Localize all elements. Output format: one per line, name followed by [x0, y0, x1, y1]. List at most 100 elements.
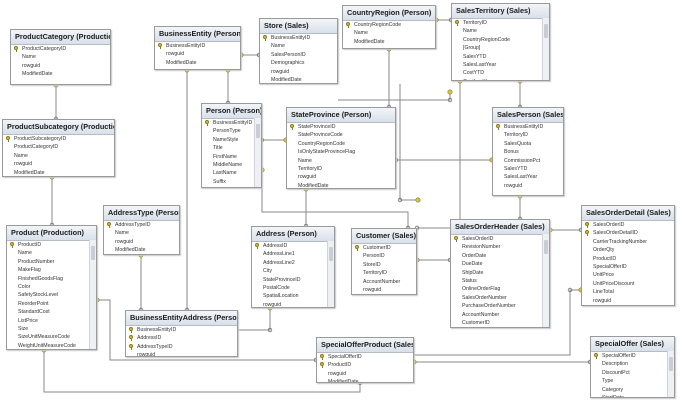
column-row[interactable]: SalesYTD	[493, 165, 563, 173]
column-row[interactable]: SalesOrderDetailID	[582, 229, 674, 237]
column-row[interactable]: [Group]	[452, 44, 549, 52]
column-row[interactable]: rowguid	[260, 68, 337, 76]
column-row[interactable]: AddressLine1	[252, 250, 334, 258]
column-row[interactable]: TerritoryID	[352, 269, 416, 277]
column-row[interactable]: Name	[3, 152, 114, 160]
column-row[interactable]: SalesQuota	[493, 140, 563, 148]
column-row[interactable]: TerritoryID	[493, 131, 563, 139]
column-row[interactable]: CustomerID	[352, 244, 416, 252]
table-title[interactable]: SpecialOfferProduct (Sales)	[317, 338, 413, 353]
column-row[interactable]: BusinessEntityID	[202, 119, 261, 127]
relationship-line[interactable]	[261, 170, 409, 228]
column-row[interactable]: ReorderPoint	[7, 300, 96, 308]
table-title[interactable]: Person (Person)	[202, 104, 261, 119]
column-row[interactable]: SalesOrderID	[582, 221, 674, 229]
table-title[interactable]: Customer (Sales)	[352, 229, 416, 244]
column-row[interactable]: SalesPersonID	[260, 51, 337, 59]
column-row[interactable]: IsOnlyStateProvinceFlag	[287, 148, 395, 156]
column-row[interactable]: SalesPersonID	[451, 327, 549, 328]
column-row[interactable]: Status	[451, 277, 549, 285]
table-scrollbar[interactable]	[327, 241, 334, 307]
column-row[interactable]: TerritoryID	[452, 19, 549, 27]
column-row[interactable]: ModifiedDate	[3, 169, 114, 176]
table-productcategory[interactable]: ProductCategory (Production)ProductCateg…	[10, 29, 111, 85]
column-row[interactable]: StoreID	[352, 261, 416, 269]
table-scrollbar[interactable]	[542, 18, 549, 80]
column-row[interactable]: Category	[591, 386, 674, 394]
column-row[interactable]: Type	[591, 377, 674, 385]
table-scrollbar[interactable]	[254, 118, 261, 187]
column-row[interactable]: rowguid	[352, 286, 416, 294]
column-row[interactable]: rowguid	[126, 351, 237, 356]
column-row[interactable]: BusinessEntityID	[260, 34, 337, 42]
table-title[interactable]: BusinessEntityAddress (Person)	[126, 311, 237, 326]
column-row[interactable]: MiddleName	[202, 161, 261, 169]
column-row[interactable]: OnlineOrderFlag	[451, 285, 549, 293]
column-row[interactable]: Suffix	[202, 178, 261, 186]
column-row[interactable]: OrderQty	[582, 246, 674, 254]
column-row[interactable]: AccountNumber	[352, 278, 416, 286]
table-scrollbar[interactable]	[542, 234, 549, 327]
column-row[interactable]: CustomerID	[451, 319, 549, 327]
relationship-line[interactable]	[97, 299, 316, 361]
column-row[interactable]: Name	[452, 27, 549, 35]
relationship-line[interactable]	[399, 84, 418, 201]
column-row[interactable]: MakeFlag	[7, 266, 96, 274]
column-row[interactable]: PurchaseOrderNumber	[451, 302, 549, 310]
table-title[interactable]: SalesTerritory (Sales)	[452, 4, 549, 19]
column-row[interactable]: Demographics	[260, 59, 337, 67]
column-row[interactable]: AddressID	[126, 334, 237, 342]
column-row[interactable]: Name	[104, 229, 179, 237]
column-row[interactable]: SalesOrderNumber	[451, 294, 549, 302]
table-title[interactable]: ProductSubcategory (Production)	[3, 120, 114, 135]
column-row[interactable]: AddressID	[252, 242, 334, 250]
table-specialofferproduct[interactable]: SpecialOfferProduct (Sales)SpecialOfferI…	[316, 337, 414, 383]
column-row[interactable]: AddressTypeID	[126, 343, 237, 351]
table-title[interactable]: ProductCategory (Production)	[11, 30, 110, 45]
table-businessentityaddress[interactable]: BusinessEntityAddress (Person)BusinessEn…	[125, 310, 238, 357]
column-row[interactable]: ProductCategoryID	[3, 143, 114, 151]
column-row[interactable]: SpecialOfferID	[317, 353, 413, 361]
column-row[interactable]: SizeUnitMeasureCode	[7, 333, 96, 341]
column-row[interactable]: ProductCategoryID	[11, 45, 110, 53]
column-row[interactable]: StateProvinceID	[287, 123, 395, 131]
column-row[interactable]: Title	[202, 144, 261, 152]
table-title[interactable]: SalesPerson (Sales)	[493, 108, 563, 123]
column-row[interactable]: EmailPromotion	[202, 186, 261, 187]
column-row[interactable]: SalesOrderID	[451, 235, 549, 243]
table-productsubcategory[interactable]: ProductSubcategory (Production)ProductSu…	[2, 119, 115, 177]
column-row[interactable]: WeightUnitMeasureCode	[7, 342, 96, 349]
column-row[interactable]: RevisionNumber	[451, 243, 549, 251]
column-row[interactable]: rowguid	[104, 238, 179, 246]
relationship-line[interactable]	[338, 92, 451, 101]
table-title[interactable]: CountryRegion (Person)	[343, 6, 435, 21]
column-row[interactable]: BusinessEntityID	[493, 123, 563, 131]
column-row[interactable]: TerritoryID	[287, 165, 395, 173]
column-row[interactable]: PersonType	[202, 127, 261, 135]
column-row[interactable]: ModifiedDate	[317, 378, 413, 382]
column-row[interactable]: AddressTypeID	[104, 221, 179, 229]
column-row[interactable]: StandardCost	[7, 308, 96, 316]
column-row[interactable]: CountryRegionCode	[452, 36, 549, 44]
column-row[interactable]: FinishedGoodsFlag	[7, 275, 96, 283]
column-row[interactable]: rowguid	[582, 297, 674, 305]
column-row[interactable]: ModifiedDate	[582, 305, 674, 306]
column-row[interactable]: SalesLastYear	[452, 61, 549, 69]
table-scrollbar[interactable]	[89, 240, 96, 349]
column-row[interactable]: CostYTD	[452, 69, 549, 77]
column-row[interactable]: CostLastYear	[452, 78, 549, 80]
column-row[interactable]: ProductID	[317, 361, 413, 369]
column-row[interactable]: StartDate	[591, 394, 674, 397]
table-title[interactable]: Product (Production)	[7, 226, 96, 241]
column-row[interactable]: BusinessEntityID	[155, 42, 240, 50]
table-title[interactable]: SpecialOffer (Sales)	[591, 337, 674, 352]
column-row[interactable]: ProductSubcategoryID	[3, 135, 114, 143]
